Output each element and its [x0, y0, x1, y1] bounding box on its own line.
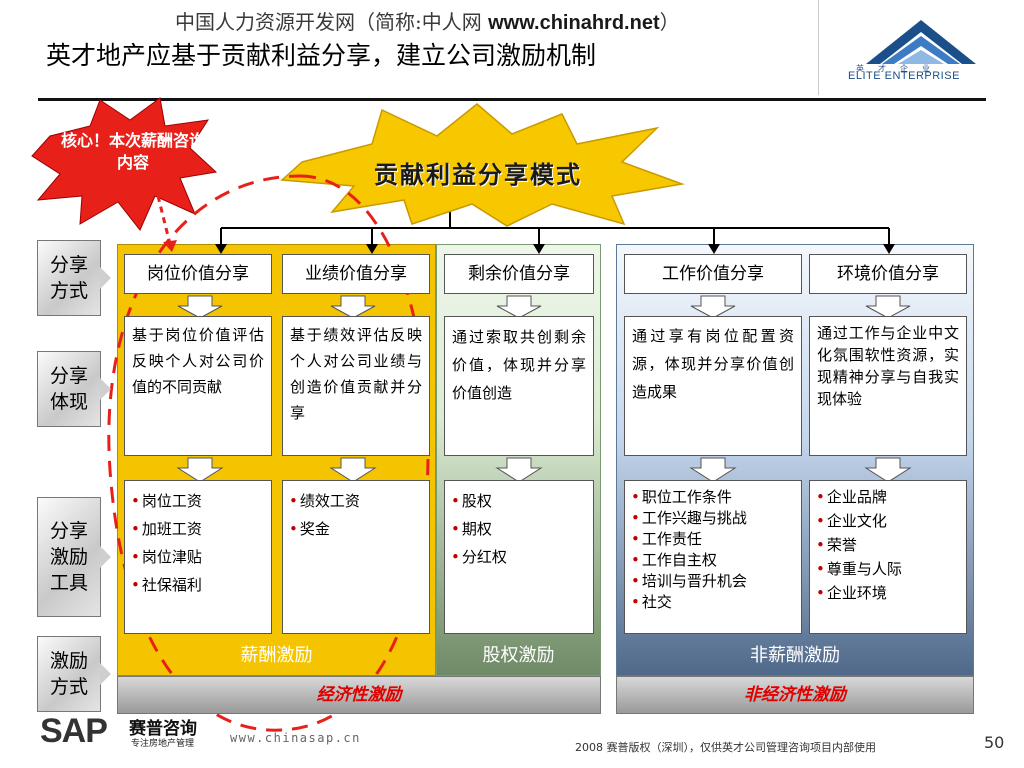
down-arrow-icon: [215, 244, 227, 254]
side-label-line: 分享: [49, 520, 88, 542]
side-label-incentive-method: 激励方式: [37, 636, 111, 712]
down-arrow-icon: [864, 457, 912, 483]
tools-surplus-value: 股权 期权 分红权: [444, 480, 594, 634]
down-arrow-icon: [533, 244, 545, 254]
down-arrow-icon: [865, 295, 911, 319]
side-label-line: 体现: [49, 391, 88, 413]
list-item: 工作责任: [631, 529, 795, 550]
sap-logo-sub: 专注房地产管理: [131, 739, 195, 749]
tools-work-value: 职位工作条件 工作兴趣与挑战 工作责任 工作自主权 培训与晋升机会 社交: [624, 480, 802, 634]
site-url[interactable]: www.chinahrd.net: [488, 12, 660, 34]
side-label-share-embodiment: 分享体现: [37, 351, 111, 427]
list-item: 尊重与人际: [816, 557, 960, 581]
core-burst-shape: [31, 97, 218, 231]
list-item: 分红权: [451, 543, 587, 571]
list-item: 荣誉: [816, 533, 960, 557]
list-item: 培训与晋升机会: [631, 571, 795, 592]
tools-performance-value: 绩效工资 奖金: [282, 480, 430, 634]
side-label-line: 方式: [49, 280, 88, 302]
list-item: 岗位津贴: [131, 543, 265, 571]
side-label-line: 激励: [49, 650, 88, 672]
list-item: 加班工资: [131, 515, 265, 543]
side-label-line: 激励: [49, 546, 88, 568]
economic-incentive-band: 经济性激励: [117, 676, 601, 714]
roof-chevron-icon: [866, 20, 976, 64]
site-banner-prefix: 中国人力资源开发网（简称:中人网: [175, 10, 489, 34]
down-arrow-icon: [496, 295, 542, 319]
list-item: 企业环境: [816, 581, 960, 605]
side-label-line: 分享: [49, 254, 88, 276]
list-item: 职位工作条件: [631, 487, 795, 508]
header-work-value: 工作价值分享: [624, 254, 802, 294]
non-economic-incentive-band: 非经济性激励: [616, 676, 974, 714]
desc-surplus-value: 通过索取共创剩余价值，体现并分享价值创造: [444, 316, 594, 456]
non-salary-incentive-label: 非薪酬激励: [750, 645, 840, 666]
list-item: 绩效工资: [289, 487, 423, 515]
list-item: 工作自主权: [631, 550, 795, 571]
down-arrow-icon: [495, 457, 543, 483]
model-title: 贡献利益分享模式: [374, 160, 582, 189]
down-arrow-icon: [366, 244, 378, 254]
side-label-line: 工具: [49, 572, 88, 594]
list-item: 股权: [451, 487, 587, 515]
footer-copyright: 2008 赛普版权（深圳），仅供英才公司管理咨询项目内部使用: [575, 741, 876, 754]
list-item: 企业文化: [816, 509, 960, 533]
header-performance-value: 业绩价值分享: [282, 254, 430, 294]
side-label-share-tools: 分享激励工具: [37, 497, 111, 617]
down-arrow-icon: [176, 457, 224, 483]
header-surplus-value: 剩余价值分享: [444, 254, 594, 294]
list-item: 期权: [451, 515, 587, 543]
side-label-share-method: 分享方式: [37, 240, 111, 316]
tools-post-value: 岗位工资 加班工资 岗位津贴 社保福利: [124, 480, 272, 634]
down-arrow-icon: [690, 295, 736, 319]
down-arrow-icon: [329, 457, 377, 483]
model-burst-shape: [280, 103, 685, 227]
sap-logo: SAP: [40, 712, 108, 750]
down-arrow-icon: [163, 240, 177, 252]
slide-title: 英才地产应基于贡献利益分享，建立公司激励机制: [46, 41, 597, 70]
down-arrow-icon: [708, 244, 720, 254]
list-item: 工作兴趣与挑战: [631, 508, 795, 529]
list-item: 社交: [631, 592, 795, 613]
list-item: 社保福利: [131, 571, 265, 599]
desc-post-value: 基于岗位价值评估反映个人对公司价值的不同贡献: [124, 316, 272, 456]
down-arrow-icon: [177, 295, 223, 319]
side-label-line: 分享: [49, 365, 88, 387]
sap-logo-cn: 赛普咨询: [129, 719, 197, 739]
down-arrow-icon: [330, 295, 376, 319]
desc-environment-value: 通过工作与企业中文化氛围软性资源，实现精神分享与自我实现体验: [809, 316, 967, 456]
header-environment-value: 环境价值分享: [809, 254, 967, 294]
footer-url[interactable]: www.chinasap.cn: [230, 731, 361, 745]
header-post-value: 岗位价值分享: [124, 254, 272, 294]
desc-work-value: 通过享有岗位配置资源，体现并分享价值创造成果: [624, 316, 802, 456]
header-divider: [818, 0, 819, 95]
salary-incentive-label: 薪酬激励: [240, 645, 313, 666]
core-callout: 核心！本次薪酬咨询内容: [60, 131, 205, 172]
side-label-line: 方式: [49, 676, 88, 698]
logo-text: ELITE ENTERPRISE: [848, 70, 960, 82]
site-banner-suffix: ）: [659, 10, 680, 34]
logo-cn-text: 英才企业: [856, 64, 944, 73]
down-arrow-icon: [689, 457, 737, 483]
page-number: 50: [984, 733, 1005, 752]
list-item: 企业品牌: [816, 485, 960, 509]
list-item: 奖金: [289, 515, 423, 543]
down-arrow-icon: [883, 244, 895, 254]
list-item: 岗位工资: [131, 487, 265, 515]
site-banner: 中国人力资源开发网（简称:中人网 www.chinahrd.net）: [175, 6, 680, 35]
tools-environment-value: 企业品牌 企业文化 荣誉 尊重与人际 企业环境: [809, 480, 967, 634]
desc-performance-value: 基于绩效评估反映个人对公司业绩与创造价值贡献并分享: [282, 316, 430, 456]
equity-incentive-label: 股权激励: [482, 645, 555, 666]
header-rule: [38, 98, 986, 101]
